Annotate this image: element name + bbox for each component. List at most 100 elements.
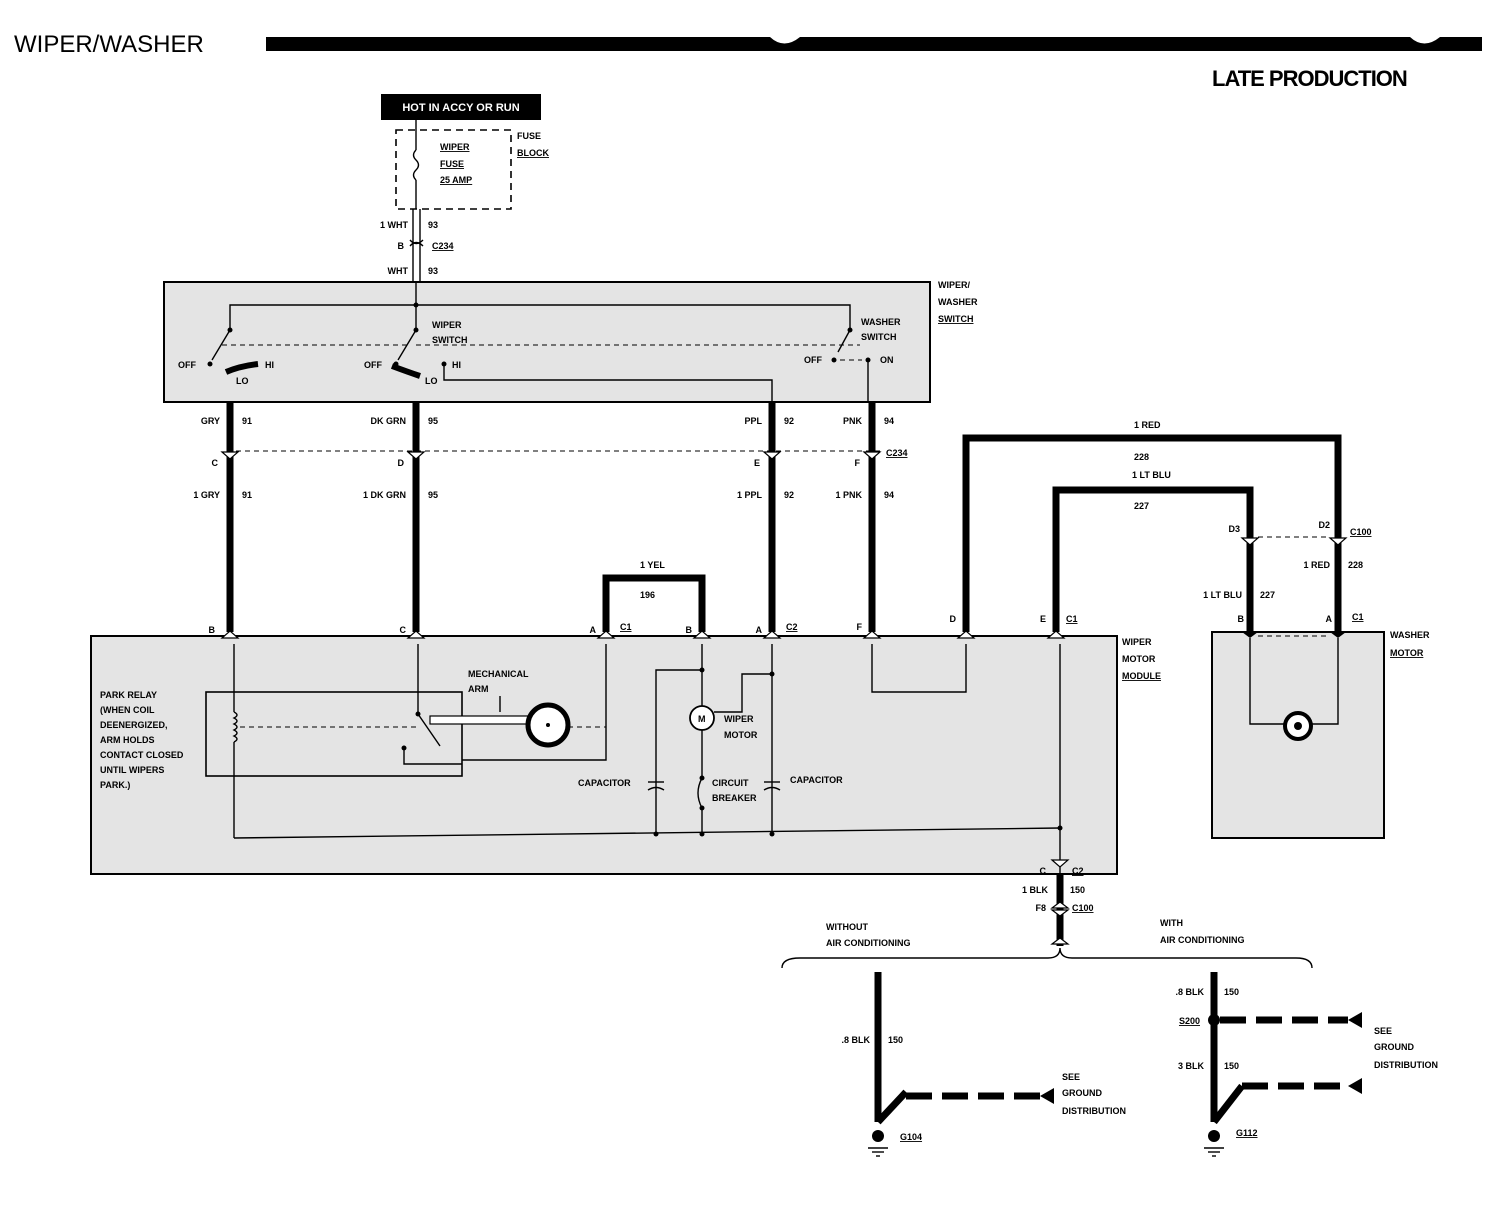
right-ground-wire-bottom-label: 3 BLK bbox=[1178, 1061, 1205, 1071]
yel-jumper-wire bbox=[602, 574, 706, 632]
park-relay-label-3: DEENERGIZED, bbox=[100, 720, 168, 730]
module-pin-c: C bbox=[400, 625, 407, 635]
feed-connector-label: C234 bbox=[432, 241, 454, 251]
pnk-bottom-wire-label: 1 PNK bbox=[835, 490, 862, 500]
module-connector-c2: C2 bbox=[786, 622, 798, 632]
splice-s200-label: S200 bbox=[1179, 1016, 1200, 1026]
feed-wire-bottom-label: WHT bbox=[388, 266, 409, 276]
red-bottom-wire-label: 1 RED bbox=[1303, 560, 1330, 570]
ground-without-ac bbox=[868, 972, 1054, 1157]
module-internals bbox=[205, 644, 1063, 874]
ground-connector-c100: C100 bbox=[1072, 903, 1094, 913]
park-relay-label-4: ARM HOLDS bbox=[100, 735, 155, 745]
dkgrn-bottom-wire-label: 1 DK GRN bbox=[363, 490, 406, 500]
wiper-motor-module-box bbox=[90, 635, 1118, 875]
dkgrn-wire-label: DK GRN bbox=[371, 416, 407, 426]
fuse-block-label-2: BLOCK bbox=[517, 148, 549, 158]
module-connector-c1b: C1 bbox=[1066, 614, 1078, 624]
gry-wire-label: GRY bbox=[201, 416, 220, 426]
ltblu-pin-label: D3 bbox=[1228, 524, 1240, 534]
yel-circuit-label: 196 bbox=[640, 590, 655, 600]
red-pin-label: D2 bbox=[1318, 520, 1330, 530]
wiper-switch-lo: LO bbox=[425, 376, 438, 386]
dkgrn-bottom-circuit-label: 95 bbox=[428, 490, 438, 500]
wiper-switch-off: OFF bbox=[364, 360, 382, 370]
option-brace bbox=[781, 947, 1313, 969]
park-relay-label-5: CONTACT CLOSED bbox=[100, 750, 184, 760]
capacitor-left-label: CAPACITOR bbox=[578, 778, 631, 788]
ltblu-circuit-label: 227 bbox=[1134, 501, 1149, 511]
wiper-washer-switch-box bbox=[163, 281, 931, 403]
see-ground-right-2: GROUND bbox=[1374, 1042, 1414, 1052]
ppl-bottom-wire-label: 1 PPL bbox=[737, 490, 763, 500]
pnk-connector-label: C234 bbox=[886, 448, 908, 458]
washer-switch-off: OFF bbox=[804, 355, 822, 365]
header-bar bbox=[266, 37, 1482, 51]
park-relay-label-2: (WHEN COIL bbox=[100, 705, 155, 715]
washer-connector-c1: C1 bbox=[1352, 612, 1364, 622]
red-circuit-label: 228 bbox=[1134, 452, 1149, 462]
see-ground-left-2: GROUND bbox=[1062, 1088, 1102, 1098]
feed-pin-label: B bbox=[398, 241, 405, 251]
module-pin-f: F bbox=[857, 622, 863, 632]
module-pin-a: A bbox=[590, 625, 597, 635]
see-ground-left-3: DISTRIBUTION bbox=[1062, 1106, 1126, 1116]
dkgrn-circuit-label: 95 bbox=[428, 416, 438, 426]
gry-bottom-wire-label: 1 GRY bbox=[193, 490, 220, 500]
washer-motor-title-1: WASHER bbox=[1390, 630, 1430, 640]
ground-g104-label: G104 bbox=[900, 1132, 922, 1142]
module-pin-chevrons bbox=[220, 630, 1066, 639]
switch-to-module-wires bbox=[226, 402, 880, 632]
fuse-name: WIPER bbox=[440, 142, 470, 152]
red-connector-label: C100 bbox=[1350, 527, 1372, 537]
feed-circuit-label: 93 bbox=[428, 220, 438, 230]
switch-title-2: WASHER bbox=[938, 297, 978, 307]
left-ground-wire-label: .8 BLK bbox=[841, 1035, 870, 1045]
with-ac-label-2: AIR CONDITIONING bbox=[1160, 935, 1245, 945]
gry-bottom-circuit-label: 91 bbox=[242, 490, 252, 500]
feed-circuit-bottom-label: 93 bbox=[428, 266, 438, 276]
mechanical-arm-label-2: ARM bbox=[468, 684, 489, 694]
pnk-circuit-label: 94 bbox=[884, 416, 894, 426]
circuit-breaker-label-1: CIRCUIT bbox=[712, 778, 749, 788]
switch-internals bbox=[207, 282, 871, 402]
ground-wire-main bbox=[1050, 859, 1070, 946]
wiper-switch-label-1: WIPER bbox=[432, 320, 462, 330]
fuse-icon bbox=[412, 149, 420, 181]
diagram-title: WIPER/WASHER bbox=[14, 31, 204, 58]
without-ac-label-1: WITHOUT bbox=[826, 922, 868, 932]
connector-c100-chevrons bbox=[1240, 537, 1348, 546]
fuse-rating: 25 AMP bbox=[440, 175, 472, 185]
dkgrn-pin-label: D bbox=[398, 458, 405, 468]
module-pin-b2: B bbox=[686, 625, 693, 635]
module-pin-e: E bbox=[1040, 614, 1046, 624]
yel-wire-label: 1 YEL bbox=[640, 560, 665, 570]
ground-pin-c: C bbox=[1040, 866, 1047, 876]
ground-g112-label: G112 bbox=[1236, 1128, 1258, 1138]
wiper-switch-hi: HI bbox=[452, 360, 461, 370]
pnk-bottom-circuit-label: 94 bbox=[884, 490, 894, 500]
ltblu-wire-label: 1 LT BLU bbox=[1132, 470, 1171, 480]
washer-pin-a: A bbox=[1326, 614, 1333, 624]
red-wire-label: 1 RED bbox=[1134, 420, 1161, 430]
module-pin-d: D bbox=[950, 614, 957, 624]
right-ground-circuit-top-label: 150 bbox=[1224, 987, 1239, 997]
diagram-subtitle: LATE PRODUCTION bbox=[1212, 66, 1407, 91]
motor-symbol-label: M bbox=[698, 714, 706, 724]
washer-motor-title-2: MOTOR bbox=[1390, 648, 1424, 658]
wiper-motor-label-1: WIPER bbox=[724, 714, 754, 724]
feed-wire-label: 1 WHT bbox=[380, 220, 409, 230]
module-title-1: WIPER bbox=[1122, 637, 1152, 647]
ground-circuit-label: 150 bbox=[1070, 885, 1085, 895]
ppl-wire-label: PPL bbox=[744, 416, 762, 426]
hot-label-box bbox=[381, 94, 541, 120]
switch-title-1: WIPER/ bbox=[938, 280, 971, 290]
left-ground-circuit-label: 150 bbox=[888, 1035, 903, 1045]
fuse-word: FUSE bbox=[440, 159, 464, 169]
ppl-circuit-label: 92 bbox=[784, 416, 794, 426]
hot-label: HOT IN ACCY OR RUN bbox=[402, 102, 519, 114]
switch-left-lo: LO bbox=[236, 376, 249, 386]
see-ground-left-1: SEE bbox=[1062, 1072, 1080, 1082]
module-connector-c1: C1 bbox=[620, 622, 632, 632]
